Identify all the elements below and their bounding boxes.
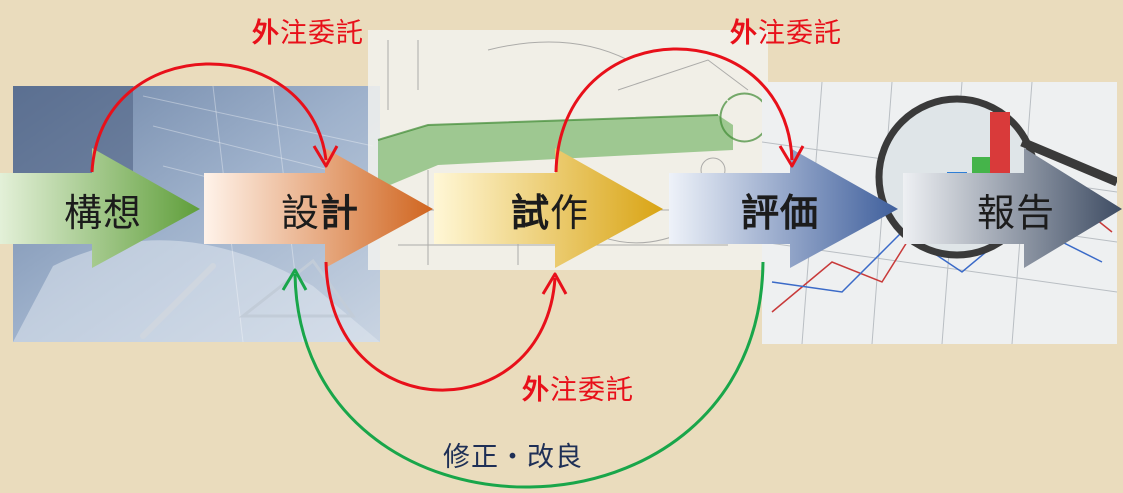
arrowhead-down-icon [778,145,805,168]
green-arrow-shape [0,148,200,268]
arrowhead-up-icon [541,272,568,295]
outsource-arc-bottom [324,261,557,392]
outsource-label-bottom: 外注委託 [522,375,634,406]
outsource-arc-right [554,47,794,173]
revision-label: 修正・改良 [443,442,583,473]
orange-arrow-shape [204,148,433,268]
arrowhead-up-icon [281,268,308,291]
slate-arrow-shape [903,148,1122,268]
outsource-label-right: 外注委託 [730,18,842,49]
outsource-label-left: 外注委託 [252,18,364,49]
blue-arrow-shape [669,148,898,268]
outsource-arc-left [90,62,328,173]
revision-arc [293,261,765,489]
arrowhead-down-icon [312,145,339,168]
yellow-arrow-shape [434,148,663,268]
